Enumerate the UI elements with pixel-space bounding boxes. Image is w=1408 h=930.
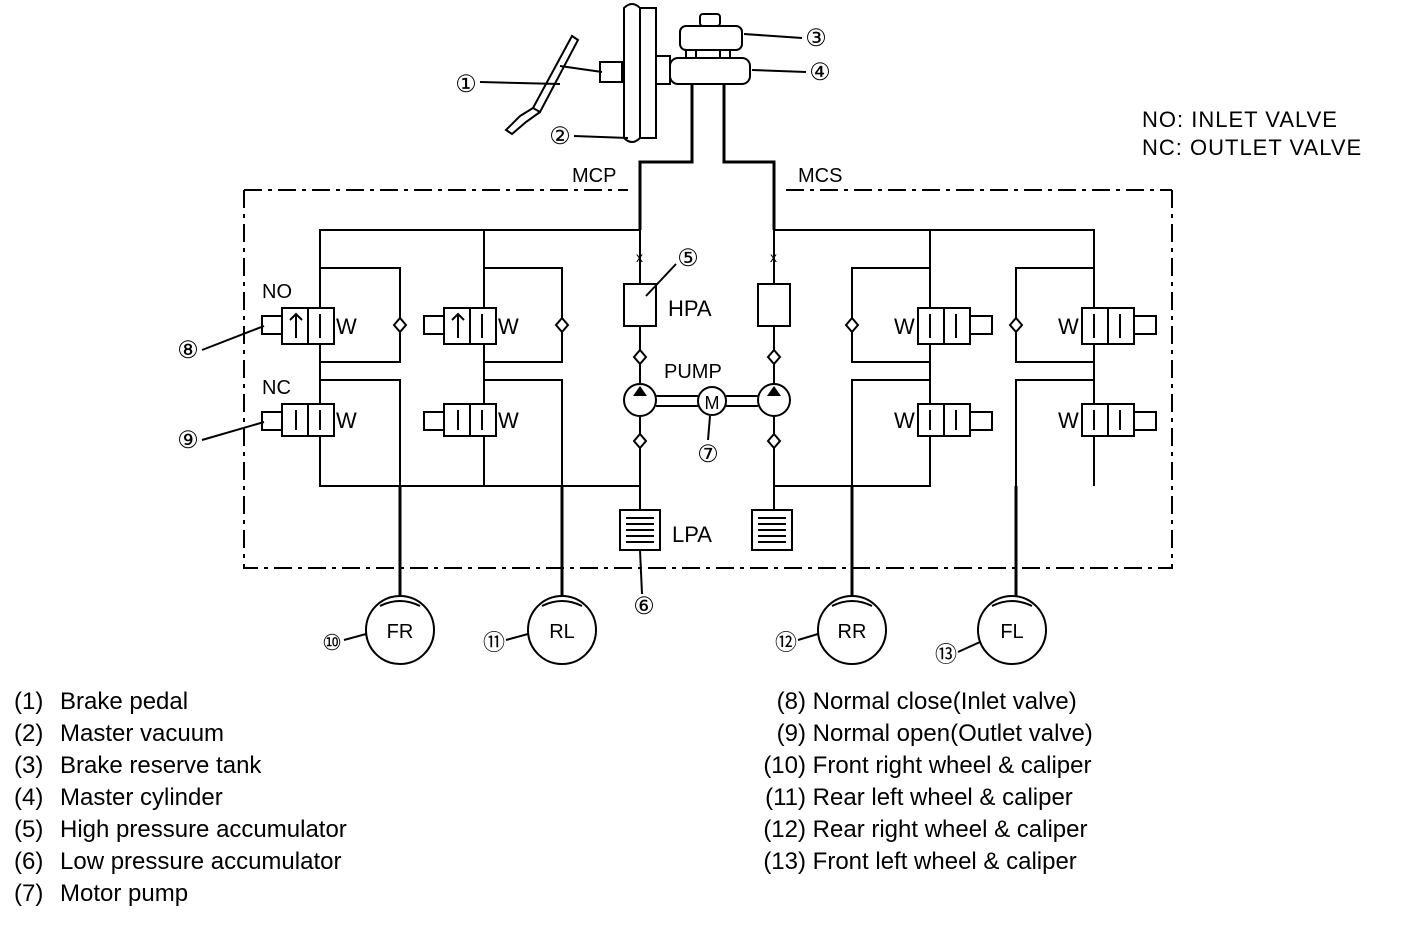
note-line-2: NC: OUTLET VALVE <box>1142 135 1363 160</box>
motor-label: M <box>705 393 720 413</box>
svg-text:W: W <box>894 314 915 339</box>
legend-left: (1)Brake pedal (2)Master vacuum (3)Brake… <box>14 686 347 910</box>
pump <box>623 383 791 417</box>
hpa-right <box>757 283 791 327</box>
svg-text:FL: FL <box>1000 621 1023 643</box>
callout-3: ③ <box>805 25 827 52</box>
legend-right: (8) Normal close(Inlet valve) (9) Normal… <box>748 686 1093 878</box>
valve-nc-left-2: W <box>423 403 519 437</box>
wheel-check-valves <box>392 316 1024 334</box>
hpa-label: HPA <box>668 296 712 321</box>
callout-13: ⑬ <box>935 642 957 667</box>
brake-pedal <box>504 34 603 136</box>
right-circuit-lines <box>774 229 1095 487</box>
valve-no-right-2: W <box>1058 307 1157 345</box>
callout-12: ⑫ <box>775 630 797 655</box>
callout-5: ⑤ <box>677 245 699 272</box>
svg-text:W: W <box>1058 408 1079 433</box>
legend-item: (2)Master vacuum <box>14 720 225 747</box>
master-cylinder <box>669 47 751 85</box>
valve-no-left-1: W <box>261 307 357 345</box>
callout-8: ⑧ <box>177 337 199 364</box>
legend-item: (11) Rear left wheel & caliper <box>765 784 1073 811</box>
wheel-rl: RL <box>527 595 597 665</box>
legend-item: (9) Normal open(Outlet valve) <box>776 720 1093 747</box>
note-line-1: NO: INLET VALVE <box>1142 107 1338 132</box>
valve-nc-left-1: W <box>261 403 357 437</box>
hcu-boundary <box>243 189 1173 569</box>
callout-7: ⑦ <box>697 441 719 468</box>
svg-text:x: x <box>636 249 643 265</box>
wheel-rr: RR <box>817 595 887 665</box>
callout-9: ⑨ <box>177 427 199 454</box>
mcp-label: MCP <box>572 165 616 187</box>
callout-10: ⑩ <box>322 630 342 655</box>
left-circuit-lines <box>319 229 640 487</box>
legend-item: (6)Low pressure accumulator <box>14 848 342 875</box>
nc-label: NC <box>262 377 291 399</box>
mcs-label: MCS <box>798 165 842 187</box>
valve-note: NO: INLET VALVE NC: OUTLET VALVE <box>1142 106 1362 162</box>
svg-text:FR: FR <box>387 621 414 643</box>
wheel-fr: FR <box>365 595 435 665</box>
legend-item: (8) Normal close(Inlet valve) <box>776 688 1077 715</box>
legend-item: (10) Front right wheel & caliper <box>763 752 1092 779</box>
pump-label: PUMP <box>664 361 722 383</box>
lpa-right <box>751 509 793 551</box>
callout-11: ⑪ <box>483 630 505 655</box>
svg-text:RR: RR <box>838 621 867 643</box>
legend-item: (7)Motor pump <box>14 880 189 907</box>
valve-nc-right-2: W <box>1058 403 1157 437</box>
no-label: NO <box>262 281 292 303</box>
legend-item: (12) Rear right wheel & caliper <box>763 816 1088 843</box>
svg-text:W: W <box>1058 314 1079 339</box>
wheel-fl: FL <box>977 595 1047 665</box>
callout-6: ⑥ <box>633 593 655 620</box>
motor <box>697 386 727 416</box>
svg-text:W: W <box>336 314 357 339</box>
center-check-valves <box>632 348 782 450</box>
svg-text:x: x <box>770 249 777 265</box>
svg-text:W: W <box>336 408 357 433</box>
legend-item: (3)Brake reserve tank <box>14 752 262 779</box>
legend-item: (1)Brake pedal <box>14 688 189 715</box>
legend-item: (4)Master cylinder <box>14 784 223 811</box>
svg-text:RL: RL <box>549 621 575 643</box>
master-vacuum <box>599 3 671 143</box>
callout-4: ④ <box>809 59 831 86</box>
valve-no-right-1: W <box>894 307 993 345</box>
svg-text:W: W <box>498 408 519 433</box>
callout-1: ① <box>455 71 477 98</box>
svg-text:W: W <box>894 408 915 433</box>
valve-no-left-2: W <box>423 307 519 345</box>
svg-text:W: W <box>498 314 519 339</box>
valve-nc-right-1: W <box>894 403 993 437</box>
legend-item: (13) Front left wheel & caliper <box>763 848 1077 875</box>
brake-reserve-tank <box>679 13 743 51</box>
legend-item: (5)High pressure accumulator <box>14 816 347 843</box>
lpa-left <box>619 509 661 551</box>
callout-2: ② <box>549 123 571 150</box>
lpa-label: LPA <box>672 522 712 547</box>
